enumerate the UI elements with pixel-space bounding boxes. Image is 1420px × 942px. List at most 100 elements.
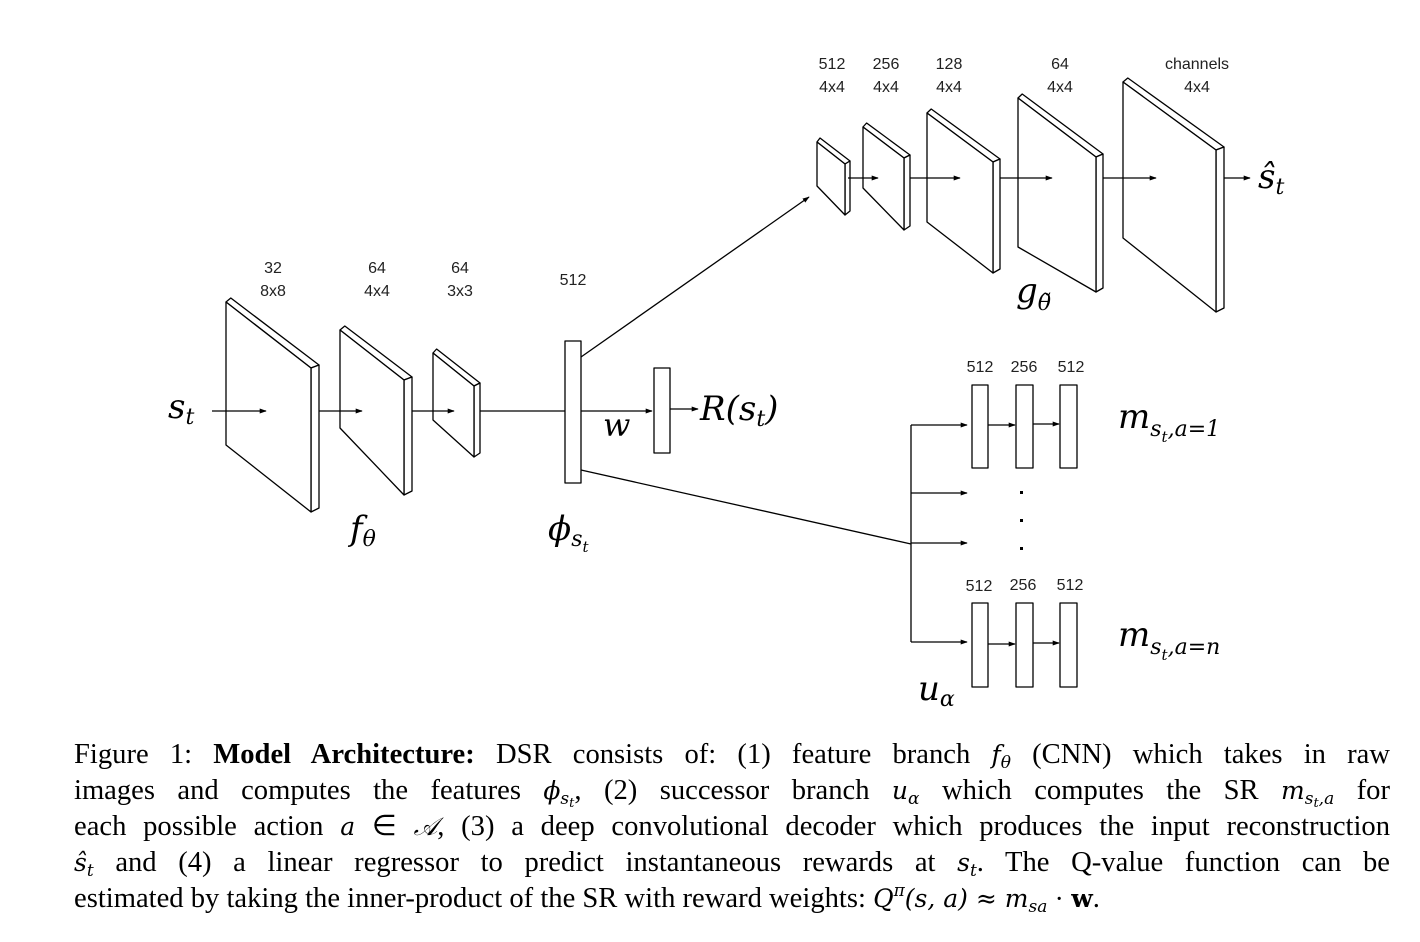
- slab-side-edge: [1215, 146, 1225, 313]
- math-a: a: [340, 812, 356, 841]
- encoder-layer-3-kernel: 3x3: [447, 283, 473, 300]
- sr-head-1-layer-2: [1015, 384, 1034, 469]
- sr-head-n-size-2: 256: [1010, 577, 1037, 594]
- slab-front-face: [1017, 97, 1097, 293]
- input-state-label: st: [168, 387, 194, 430]
- caption-line-2: images and computes the features ϕst, (2…: [74, 773, 1390, 811]
- line-features-to-successor: [580, 469, 912, 545]
- sr-head-n-size-3: 512: [1057, 577, 1084, 594]
- figure-number: Figure 1:: [74, 739, 193, 770]
- math-phi: ϕst: [543, 776, 575, 811]
- slab-side-edge: [1095, 153, 1104, 293]
- ellipsis-dots: [1020, 491, 1023, 550]
- math-action-set: 𝒜: [413, 812, 438, 841]
- slab-front-face: [926, 112, 994, 274]
- sr-head-1-layer-3: [1059, 384, 1078, 469]
- decoder-layer-5-channels: channels: [1165, 56, 1229, 73]
- decoder-layer-3-kernel: 4x4: [936, 79, 962, 96]
- decoder-slab-2: [862, 122, 911, 231]
- sr-head-1-size-2: 256: [1011, 359, 1038, 376]
- conv-slabs: [225, 77, 1225, 688]
- slab-side-edge: [903, 154, 911, 231]
- caption-text: each possible action: [74, 811, 324, 842]
- math-s-t: st: [957, 848, 977, 881]
- slab-side-edge: [310, 364, 320, 513]
- encoder-slab-1: [225, 297, 320, 513]
- connection-lines: [212, 175, 1251, 647]
- reward-weight-label: w: [603, 406, 630, 444]
- decoder-layer-5-kernel: 4x4: [1184, 79, 1210, 96]
- caption-text: images and computes the features: [74, 775, 521, 806]
- slab-front-face: [862, 126, 905, 231]
- reward-box: [653, 367, 671, 454]
- decoder-slab-1: [816, 137, 851, 216]
- decoder-layer-3-channels: 128: [936, 56, 963, 73]
- encoder-label: fθ: [347, 509, 376, 552]
- slab-side-edge: [403, 376, 413, 496]
- caption-text: . The Q-value function can be: [976, 847, 1390, 878]
- decoder-layer-1-kernel: 4x4: [819, 79, 845, 96]
- figure-caption: Figure 1: Model Architecture: DSR consis…: [74, 737, 1390, 917]
- architecture-diagram: 32 8x8 64 4x4 64 3x3 st fθ 512 ϕst w R(s…: [168, 56, 1284, 712]
- caption-text: which computes the SR: [941, 775, 1259, 806]
- slab-front-face: [225, 301, 312, 513]
- sr-head-n-label: mst,a=n: [1118, 615, 1220, 664]
- decoder-slab-4: [1017, 93, 1104, 293]
- caption-line-5: estimated by taking the inner-product of…: [74, 881, 1100, 917]
- encoder-slab-2: [339, 325, 413, 496]
- encoder-layer-2-channels: 64: [368, 260, 386, 277]
- reward-output-label: R(st): [699, 389, 778, 432]
- sr-head-2-layer-3: [1059, 602, 1078, 688]
- caption-line-4: ŝt and (4) a linear regressor to predict…: [74, 845, 1390, 881]
- decoder-slab-3: [926, 108, 1001, 274]
- encoder-layer-1-kernel: 8x8: [260, 283, 286, 300]
- caption-line-3: each possible action a ∈ 𝒜, (3) a deep c…: [74, 809, 1390, 845]
- reconstruction-label: ŝt: [1258, 157, 1284, 200]
- slab-front-face: [432, 352, 475, 458]
- decoder-layer-2-channels: 256: [873, 56, 900, 73]
- caption-text: estimated by taking the inner-product of…: [74, 883, 866, 914]
- caption-line-1: Figure 1: Model Architecture: DSR consis…: [74, 737, 1390, 773]
- arrow-features-to-decoder: [580, 196, 810, 358]
- successor-label: uα: [918, 669, 955, 712]
- sr-head-2-layer-2: [1015, 602, 1034, 688]
- slab-side-edge: [473, 382, 481, 458]
- decoder-layer-2-kernel: 4x4: [873, 79, 899, 96]
- slab-front-face: [339, 329, 405, 496]
- sr-head-1-label: mst,a=1: [1118, 397, 1220, 446]
- caption-title: Model Architecture:: [213, 739, 475, 770]
- caption-text: DSR consists of: (1) feature branch: [495, 739, 971, 770]
- sr-head-2-layer-1: [971, 602, 989, 688]
- slab-side-edge: [844, 160, 851, 216]
- slab-side-edge: [992, 158, 1001, 274]
- features-size: 512: [560, 272, 587, 289]
- caption-text: (CNN) which takes in raw: [1032, 739, 1391, 770]
- caption-text: , (3) a deep convolutional decoder which…: [437, 811, 1391, 842]
- sr-head-n-size-1: 512: [966, 578, 993, 595]
- sr-head-1-layer-1: [971, 384, 989, 469]
- decoder-layer-4-channels: 64: [1051, 56, 1069, 73]
- math-u-alpha: uα: [891, 776, 920, 809]
- slab-front-face: [816, 141, 846, 216]
- features-vector: [564, 340, 582, 484]
- math-m-sa: mst,a: [1280, 776, 1335, 811]
- encoder-slab-3: [432, 348, 481, 458]
- math-q-function: Qπ(s, a) ≈ msa · w: [873, 881, 1093, 917]
- slab-front-face: [1122, 81, 1217, 313]
- features-label: ϕst: [548, 509, 589, 556]
- sr-head-1-size-1: 512: [967, 359, 994, 376]
- sr-head-1-size-3: 512: [1058, 359, 1085, 376]
- decoder-slab-5: [1122, 77, 1225, 313]
- caption-text: and (4) a linear regressor to predict in…: [115, 847, 936, 878]
- caption-text: for: [1356, 775, 1390, 806]
- encoder-layer-2-kernel: 4x4: [364, 283, 390, 300]
- caption-text: , (2) successor branch: [574, 775, 870, 806]
- math-in: ∈: [371, 811, 397, 842]
- decoder-label: gθ̃: [1016, 271, 1051, 316]
- encoder-layer-1-channels: 32: [264, 260, 282, 277]
- decoder-layer-1-channels: 512: [819, 56, 846, 73]
- math-s-hat: ŝt: [74, 848, 94, 881]
- math-f-theta: fθ: [991, 740, 1011, 773]
- encoder-layer-3-channels: 64: [451, 260, 469, 277]
- decoder-layer-4-kernel: 4x4: [1047, 79, 1073, 96]
